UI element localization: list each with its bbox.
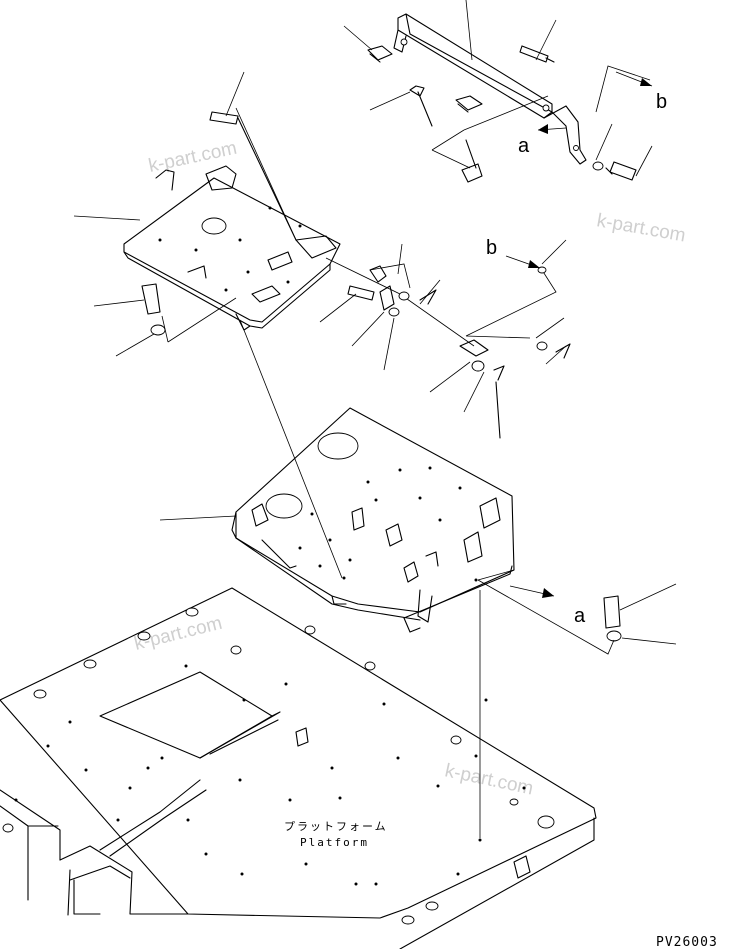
watermark-1: k-part.com (147, 138, 239, 177)
upper-bracket (393, 0, 587, 165)
watermarks: k-part.com k-part.com k-part.com k-part.… (132, 138, 687, 800)
platform-label-en: Platform (300, 836, 369, 849)
label-a-lower: a (574, 605, 586, 627)
drawing-code: PV26003 (656, 935, 718, 949)
arrows-upper: b a (518, 71, 667, 157)
lower-plate (159, 407, 677, 842)
watermark-4: k-part.com (443, 760, 535, 799)
upper-clips (343, 19, 653, 183)
arrow-a-lower: a (509, 585, 586, 627)
label-b-middle: b (486, 237, 497, 259)
label-b-upper: b (656, 91, 667, 113)
watermark-2: k-part.com (595, 210, 687, 246)
middle-hinge (319, 239, 571, 439)
platform-label-jp: プラットフォーム (284, 820, 388, 833)
platform-base: プラットフォーム Platform (0, 587, 597, 949)
label-a-upper: a (518, 135, 530, 157)
arrow-b-middle: b (486, 237, 541, 269)
upper-plate (73, 71, 343, 579)
